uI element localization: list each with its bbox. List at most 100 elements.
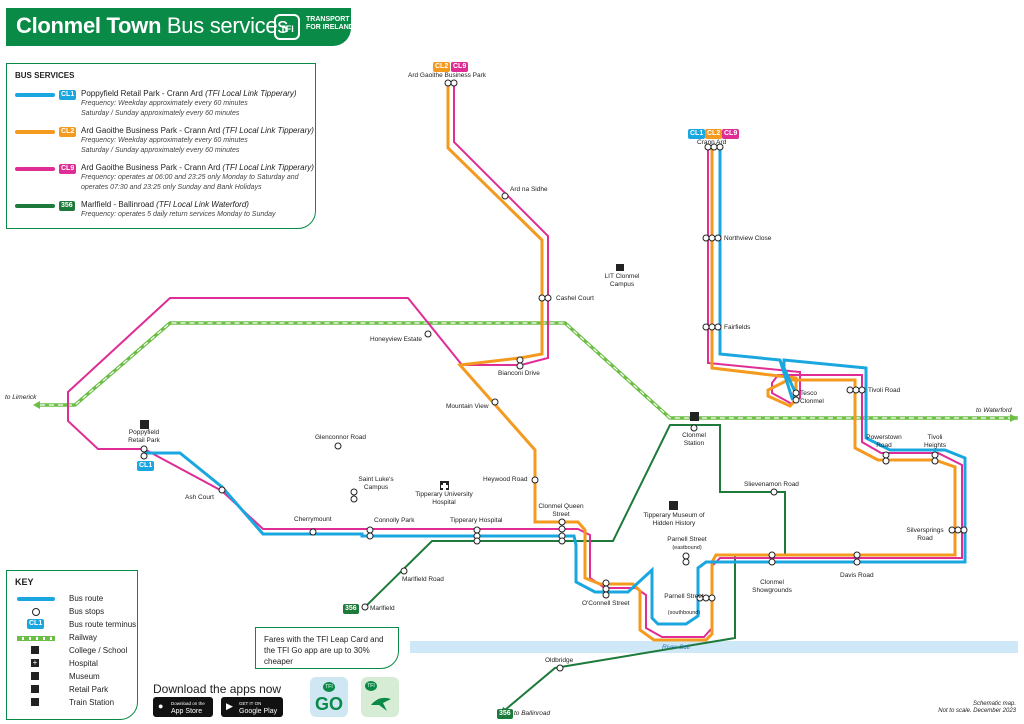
key-bus-route: Bus route — [15, 593, 135, 605]
stop-label: Ash Court — [185, 494, 214, 501]
badge-cl2: CL2 — [705, 129, 723, 139]
key-bus-stops: Bus stops — [15, 606, 135, 618]
services-heading: BUS SERVICES — [15, 71, 75, 80]
hospital-icon: + — [31, 658, 39, 667]
stop-label: to Ballinroad — [514, 710, 551, 717]
place-label: Tipperary Museum of Hidden History — [643, 512, 705, 527]
header-banner: Clonmel Town Bus services TFI TRANSPORT … — [6, 8, 354, 46]
key-college: College / School — [15, 645, 135, 657]
badge-cl9: CL9 — [722, 129, 740, 139]
stop-label: Clonmel Queen Street — [538, 503, 584, 518]
stop-label: Mountain View — [446, 403, 489, 410]
stop-label: Fairfields — [724, 324, 751, 331]
route-badge: CL9 — [59, 164, 77, 174]
stop-label: Tivoli Road — [868, 387, 901, 394]
footnote: Schematic map. Not to scale. December 20… — [938, 701, 1016, 714]
service-frequency: Frequency: Weekday approximately every 6… — [81, 100, 248, 117]
key-panel: KEY Bus route Bus stops CL1 Bus route te… — [6, 570, 138, 720]
retail-park-icon — [140, 420, 149, 429]
arrow-waterford-icon — [1010, 414, 1018, 422]
badge-cl2: CL2 — [433, 62, 451, 72]
stop-sublabel: (southbound) — [667, 610, 701, 616]
stop-label: Davis Road — [840, 572, 874, 579]
key-railway: Railway — [15, 632, 135, 644]
bus-stop-icon — [15, 606, 59, 618]
route-badge: CL2 — [59, 127, 77, 137]
tfi-go-app-icon[interactable]: TFI GO — [310, 677, 348, 717]
stop-label: Connolly Park — [374, 517, 415, 524]
stop-label: Ard Gaoithe Business Park — [408, 72, 487, 79]
key-terminus: CL1 Bus route terminus — [27, 619, 137, 629]
stop-label: Cashel Court — [556, 295, 594, 302]
key-heading: KEY — [15, 577, 34, 587]
stop-label: Powerstown Road — [866, 434, 902, 449]
route-badge: CL1 — [59, 90, 77, 100]
key-museum: Museum — [15, 671, 135, 683]
badge-356: 356 — [497, 709, 513, 719]
key-hospital: + Hospital — [15, 658, 135, 670]
route-cl2 — [446, 82, 957, 642]
stop-label: Tesco Clonmel — [800, 390, 824, 405]
stop-label: Clonmel Station — [682, 432, 706, 447]
route-swatch — [15, 93, 55, 97]
college-icon — [15, 645, 59, 657]
museum-icon — [669, 501, 678, 510]
service-frequency: Frequency: operates at 06:00 and 23:25 o… — [81, 174, 299, 191]
stop-label: Heywood Road — [483, 476, 528, 483]
badge-cl1: CL1 — [137, 461, 155, 471]
leap-frog-icon — [371, 697, 391, 711]
stop-label: Marlfield Road — [402, 576, 444, 583]
train-station-icon — [15, 697, 59, 709]
stop-label: Poppyfield Retail Park — [128, 429, 160, 444]
service-title: Ard Gaoithe Business Park - Crann Ard (T… — [81, 163, 314, 172]
fares-box: Fares with the TFI Leap Card and the TFI… — [255, 627, 399, 669]
apps-title: Download the apps now — [153, 682, 282, 696]
service-frequency: Frequency: Weekday approximately every 6… — [81, 137, 248, 154]
stop-label: Silversprings Road — [906, 527, 944, 542]
stop-label: Honeyview Estate — [370, 336, 423, 343]
tfi-leap-app-icon[interactable]: TFI — [361, 677, 399, 717]
stop-label: Tivoli Heights — [923, 434, 947, 449]
stop-label: Tipperary Hospital — [450, 517, 503, 524]
stop-label: Cherrymount — [294, 516, 332, 523]
stop-label: O'Connell Street — [582, 600, 630, 607]
stop-label: Ard na Sidhe — [510, 186, 548, 193]
service-title: Marlfield - Ballinroad (TFI Local Link W… — [81, 200, 249, 209]
stop-label: Parnell Street — [667, 536, 707, 543]
stop-sublabel: (eastbound) — [672, 545, 702, 551]
stop-label: Glenconnor Road — [315, 434, 366, 441]
route-swatch — [15, 167, 55, 171]
hospital-cross — [441, 483, 448, 490]
stop-label: Crann Ard — [697, 139, 727, 146]
bus-services-panel: BUS SERVICES CL1 Poppyfield Retail Park … — [6, 63, 316, 229]
river-suir — [410, 641, 1018, 653]
stop-label: Northview Close — [724, 235, 772, 242]
service-frequency: Frequency: operates 5 daily return servi… — [81, 211, 276, 218]
train-station-icon — [690, 412, 699, 421]
route-swatch — [15, 204, 55, 208]
place-label: LIT Clonmel Campus — [604, 273, 640, 288]
stop-label: Saint Luke's Campus — [358, 476, 394, 491]
page-title: Clonmel Town Bus services — [16, 13, 289, 38]
tfi-logo: TFI — [274, 14, 300, 40]
stop-label: Oldbridge — [545, 657, 574, 664]
river-label: River Suir — [662, 644, 691, 651]
retail-park-icon — [15, 684, 59, 696]
key-retail-park: Retail Park — [15, 684, 135, 696]
service-title: Poppyfield Retail Park - Crann Ard (TFI … — [81, 89, 297, 98]
badge-cl1: CL1 — [688, 129, 706, 139]
college-icon — [616, 264, 624, 271]
service-title: Ard Gaoithe Business Park - Crann Ard (T… — [81, 126, 314, 135]
route-cl1 — [144, 145, 967, 626]
key-train-station: Train Station — [15, 697, 135, 709]
apple-icon: ● — [158, 701, 164, 711]
bus-stops — [140, 79, 968, 672]
route-badge: 356 — [59, 201, 75, 211]
arrow-limerick-icon — [33, 401, 40, 409]
stop-label: Bianconi Drive — [498, 370, 540, 377]
museum-icon — [15, 671, 59, 683]
tfi-logo-text: TRANSPORT FOR IRELAND — [306, 16, 354, 31]
